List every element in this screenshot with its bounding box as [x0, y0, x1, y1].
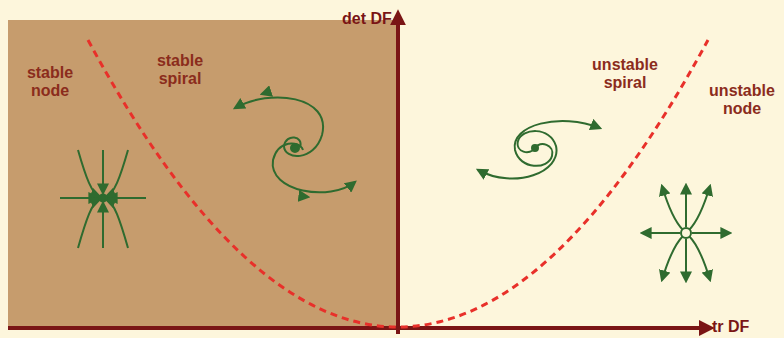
region-label: unstable node	[706, 82, 778, 118]
region-label: stable node	[18, 64, 82, 100]
unstable-spiral-figure	[478, 121, 600, 179]
parabola-boundary	[88, 40, 708, 327]
stable-spiral-figure	[235, 92, 355, 197]
unstable-node-figure	[642, 185, 730, 281]
region-label: stable spiral	[144, 52, 216, 88]
stable-region	[8, 20, 398, 328]
stable-node-figure	[60, 150, 146, 248]
axis-label: det DF	[342, 10, 392, 28]
axis-label: tr DF	[712, 318, 749, 336]
region-label: unstable spiral	[583, 56, 667, 92]
determinant-axis	[396, 22, 400, 334]
trace-axis	[8, 326, 702, 330]
